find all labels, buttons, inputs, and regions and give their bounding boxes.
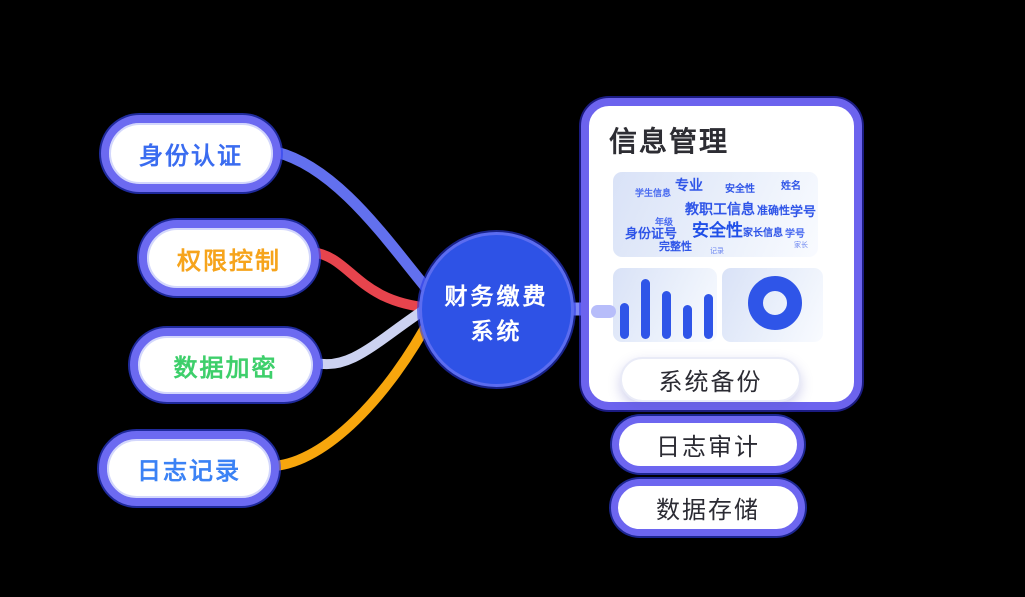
cloud-word: 年级 [655,217,674,227]
node-permission-control[interactable]: 权限控制 [139,220,319,296]
cloud-word: 专业 [675,177,703,193]
cloud-word: 安全性 [725,184,755,195]
cloud-word: 学号 [785,229,805,240]
cloud-word: 记录 [710,248,724,255]
connector-curve-1 [307,247,437,313]
bar [641,279,650,339]
cloud-word: 完整性 [659,241,692,253]
donut-ring-icon [748,276,802,330]
node-label: 日志记录 [137,458,241,485]
node-label: 数据存储 [656,497,760,524]
bar [662,291,671,339]
node-data-storage[interactable]: 数据存储 [611,479,805,536]
node-label: 权限控制 [177,247,281,275]
connector-curve-0 [270,146,439,302]
cloud-word: 学号 [790,204,817,219]
center-label-line1: 财务缴费 [444,283,549,309]
node-label: 身份认证 [139,143,243,170]
cloud-word: 安全性 [692,221,743,240]
cloud-word: 家长 [794,242,808,249]
cloud-word: 家长信息 [743,228,783,239]
node-finance-payment-system[interactable]: 财务缴费 系统 [419,232,574,387]
bar [620,303,629,339]
center-label-line2: 系统 [470,317,523,344]
cloud-word: 姓名 [781,181,801,192]
cloud-word: 教职工信息 [685,201,755,217]
node-log-audit[interactable]: 日志审计 [612,416,804,473]
node-data-encryption[interactable]: 数据加密 [130,328,321,402]
cloud-word: 学生信息 [635,188,672,198]
bar [683,305,692,339]
node-label: 数据加密 [173,354,278,382]
bar [704,294,713,339]
node-label: 日志审计 [656,434,760,461]
cloud-word: 准确性 [757,205,790,217]
node-identity-authentication[interactable]: 身份认证 [101,115,281,192]
node-system-backup[interactable]: 系统备份 [620,357,801,402]
connector-curve-3 [269,310,437,471]
cloud-word: 身份证号 [625,226,678,241]
card-title: 信息管理 [609,126,730,157]
keyword-cloud-panel: 学生信息专业安全性姓名教职工信息准确性学号年级身份证号安全性家长信息学号完整性记… [613,172,818,257]
donut-chart-panel [722,268,823,342]
connector-curve-2 [311,301,435,370]
bar-chart-panel [613,268,717,342]
info-management-card: 信息管理 学生信息专业安全性姓名教职工信息准确性学号年级身份证号安全性家长信息学… [581,98,862,410]
node-label: 系统备份 [658,369,763,396]
node-log-record[interactable]: 日志记录 [99,431,279,506]
connector-cap [591,305,616,318]
